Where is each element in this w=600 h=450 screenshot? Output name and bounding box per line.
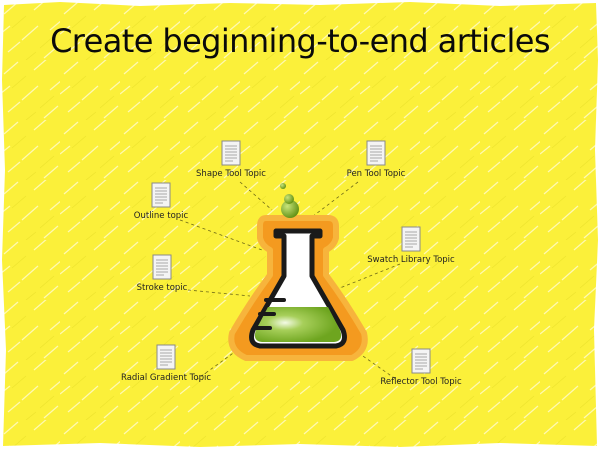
connector-shape-tool (239, 181, 273, 211)
document-icon (366, 140, 386, 166)
topic-shape-tool[interactable]: Shape Tool Topic (151, 140, 311, 179)
connector-swatch (329, 263, 401, 293)
topic-outline[interactable]: Outline topic (81, 182, 241, 221)
document-icon (156, 344, 176, 370)
topic-swatch-library[interactable]: Swatch Library Topic (331, 226, 491, 265)
topic-pen-tool[interactable]: Pen Tool Topic (296, 140, 456, 179)
connector-outline (179, 219, 263, 251)
topic-label: Outline topic (133, 211, 189, 221)
document-icon (221, 140, 241, 166)
connector-pen-tool (307, 181, 359, 221)
document-icon (401, 226, 421, 252)
connector-stroke (187, 289, 251, 297)
topic-stroke[interactable]: Stroke topic (82, 254, 242, 293)
topic-radial-gradient[interactable]: Radial Gradient Topic (86, 344, 246, 383)
flask-graduations (252, 298, 286, 330)
topic-label: Stroke topic (136, 283, 188, 293)
chemistry-flask-icon (228, 183, 368, 361)
document-icon (411, 348, 431, 374)
bubble-large (281, 200, 299, 218)
topic-label: Pen Tool Topic (346, 169, 406, 179)
document-icon (152, 254, 172, 280)
topic-label: Shape Tool Topic (196, 169, 266, 179)
topic-label: Swatch Library Topic (367, 255, 455, 265)
document-icon (151, 182, 171, 208)
topic-label: Radial Gradient Topic (120, 373, 212, 383)
bubble-small (280, 183, 286, 189)
flask-liquid (254, 307, 342, 342)
bubble-medium (284, 194, 294, 204)
topic-reflector-tool[interactable]: Reflector Tool Topic (341, 348, 501, 387)
page-title: Create beginning-to-end articles (50, 22, 550, 60)
topic-label: Reflector Tool Topic (380, 377, 462, 387)
